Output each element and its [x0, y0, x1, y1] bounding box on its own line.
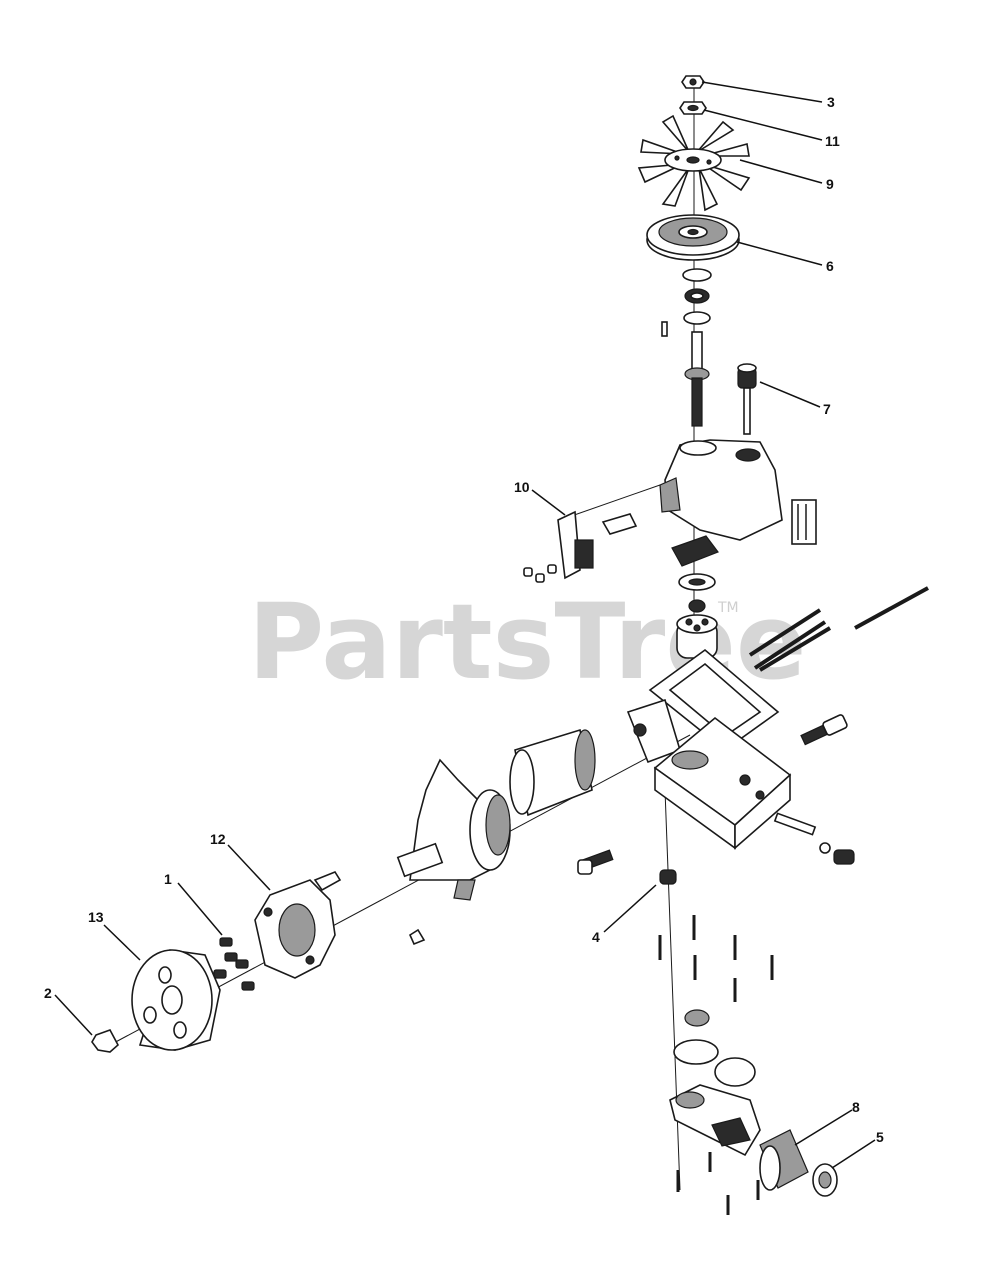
- callout-4: 4: [592, 929, 600, 945]
- callout-10: 10: [514, 479, 530, 495]
- part-2-lug-nut[interactable]: [91, 1029, 120, 1053]
- check-valves[interactable]: [577, 714, 855, 875]
- axle-housing[interactable]: [396, 758, 511, 946]
- part-8-filter-screen[interactable]: [759, 1129, 809, 1191]
- long-bolts[interactable]: [748, 586, 929, 672]
- callout-labels: 3 11 9 6 7 10 12 1 13 2 4 8 5: [44, 94, 884, 1145]
- callout-11: 11: [825, 133, 840, 149]
- part-1-studs[interactable]: [213, 937, 255, 991]
- part-6-pulley[interactable]: [646, 214, 740, 261]
- callout-5: 5: [876, 1129, 884, 1145]
- part-13-wheel-hub[interactable]: [131, 949, 221, 1051]
- part-10-bracket-assembly[interactable]: [523, 510, 638, 583]
- input-shaft-stack[interactable]: [661, 268, 712, 427]
- callout-2: 2: [44, 985, 52, 1001]
- callout-9: 9: [826, 176, 834, 192]
- charge-pump-housing[interactable]: [669, 1084, 761, 1157]
- center-section-housing[interactable]: [626, 698, 792, 850]
- callout-13: 13: [88, 909, 104, 925]
- leader-lines: [54, 81, 876, 1169]
- part-9-fan[interactable]: [637, 114, 751, 212]
- callout-12: 12: [210, 831, 226, 847]
- part-5-cap[interactable]: [812, 1163, 838, 1197]
- callout-1: 1: [164, 871, 172, 887]
- callout-3: 3: [827, 94, 835, 110]
- watermark-trademark: TM: [717, 600, 739, 616]
- part-11-washer[interactable]: [679, 101, 707, 115]
- part-12-brake-plate[interactable]: [254, 871, 342, 979]
- part-3-nut[interactable]: [681, 75, 705, 89]
- upper-housing[interactable]: [659, 439, 817, 545]
- charge-pump-parts[interactable]: [673, 1009, 756, 1087]
- callout-6: 6: [826, 258, 834, 274]
- callout-7: 7: [823, 401, 831, 417]
- part-7-cap-bolt[interactable]: [737, 363, 757, 435]
- lower-bolts[interactable]: [658, 915, 774, 1215]
- oil-filter[interactable]: [509, 728, 596, 817]
- bearing-and-cylinder-block[interactable]: [671, 535, 719, 659]
- part-4-plug[interactable]: [659, 869, 677, 885]
- callout-8: 8: [852, 1099, 860, 1115]
